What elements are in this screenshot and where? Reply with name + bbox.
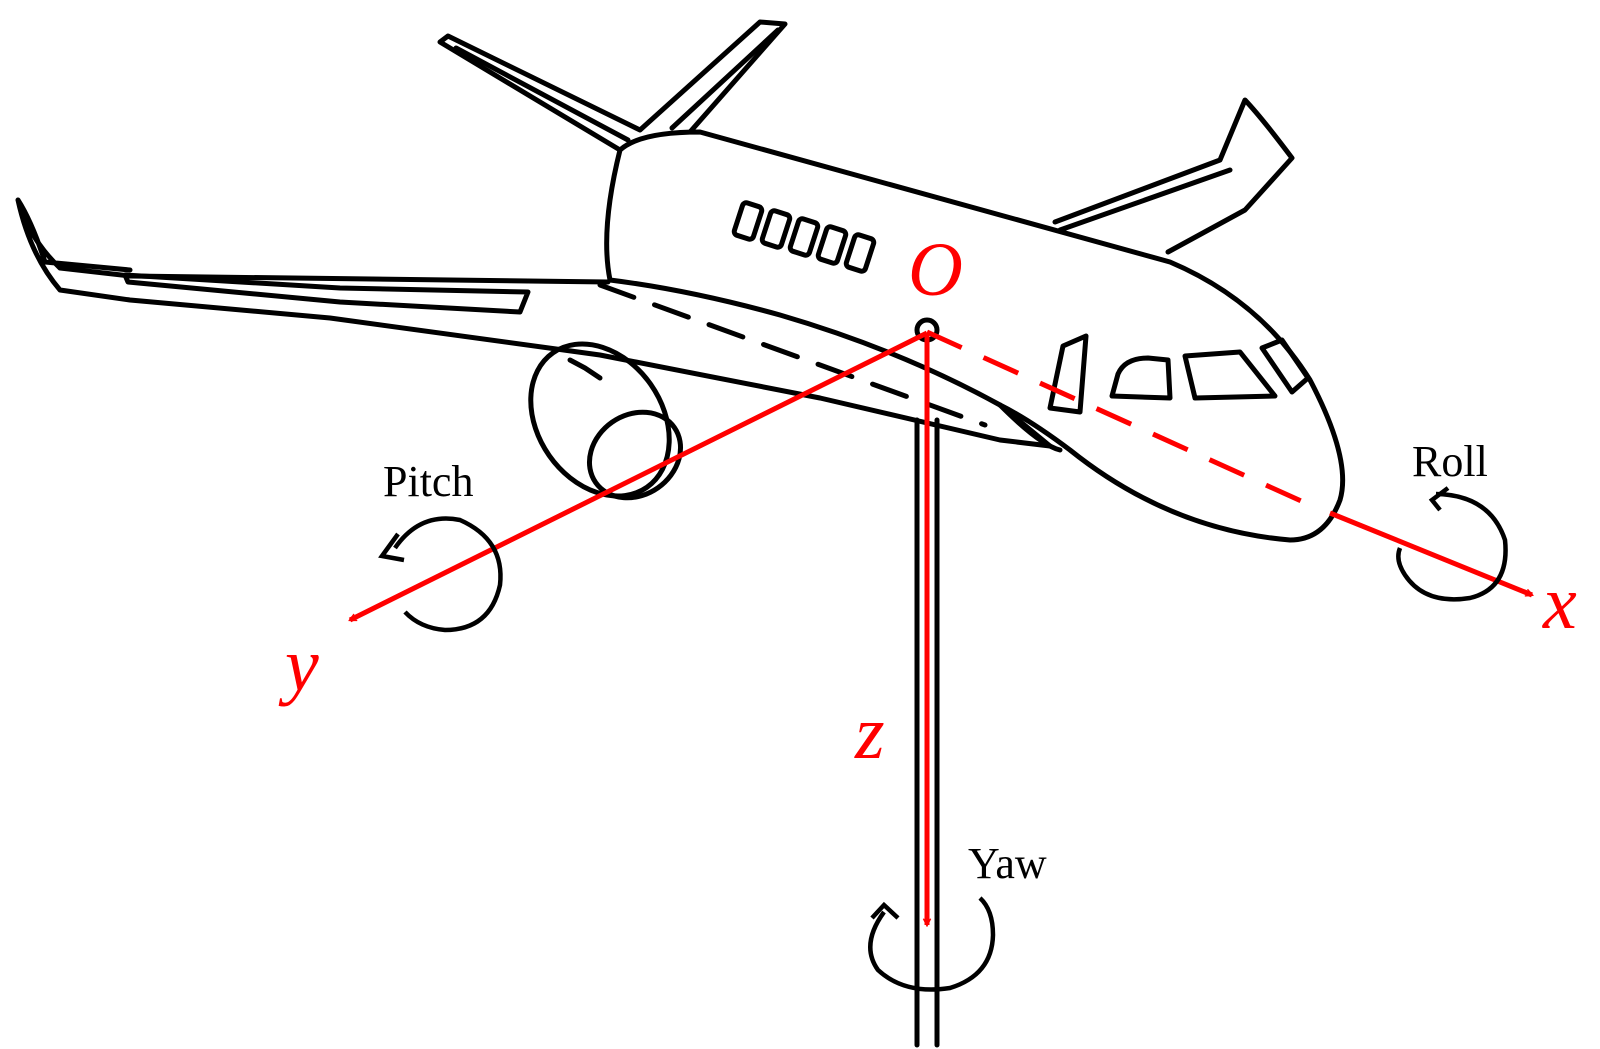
z-axis-label: z	[854, 691, 885, 775]
pitch-indicator: Pitch	[382, 457, 501, 630]
roll-indicator: Roll	[1398, 437, 1505, 599]
body-axes: O x y z	[278, 228, 1577, 925]
origin-label: O	[908, 228, 963, 312]
cabin-door	[1050, 336, 1086, 412]
x-axis-label: x	[1542, 561, 1577, 645]
right-wing	[1055, 100, 1292, 252]
fuselage	[607, 132, 1343, 540]
x-axis	[1330, 513, 1532, 595]
yaw-indicator: Yaw	[870, 839, 1047, 990]
roll-arrowhead	[1432, 488, 1448, 510]
cabin-windows	[733, 202, 875, 273]
right-wing-flap	[1060, 170, 1230, 230]
pitch-rotation-icon	[395, 519, 501, 630]
airplane-drawing	[18, 22, 1343, 1045]
pitch-label: Pitch	[383, 457, 473, 506]
x-axis-dashed	[927, 332, 1310, 505]
engine-pylon	[570, 360, 600, 378]
left-wing	[18, 200, 1050, 446]
yaw-arrowhead	[872, 905, 898, 918]
cockpit-window-2	[1185, 352, 1275, 398]
roll-label: Roll	[1412, 437, 1488, 486]
cockpit-window-3	[1262, 340, 1308, 392]
y-axis-label: y	[278, 623, 319, 707]
cockpit-window-1	[1112, 358, 1170, 398]
yaw-label: Yaw	[968, 839, 1047, 888]
